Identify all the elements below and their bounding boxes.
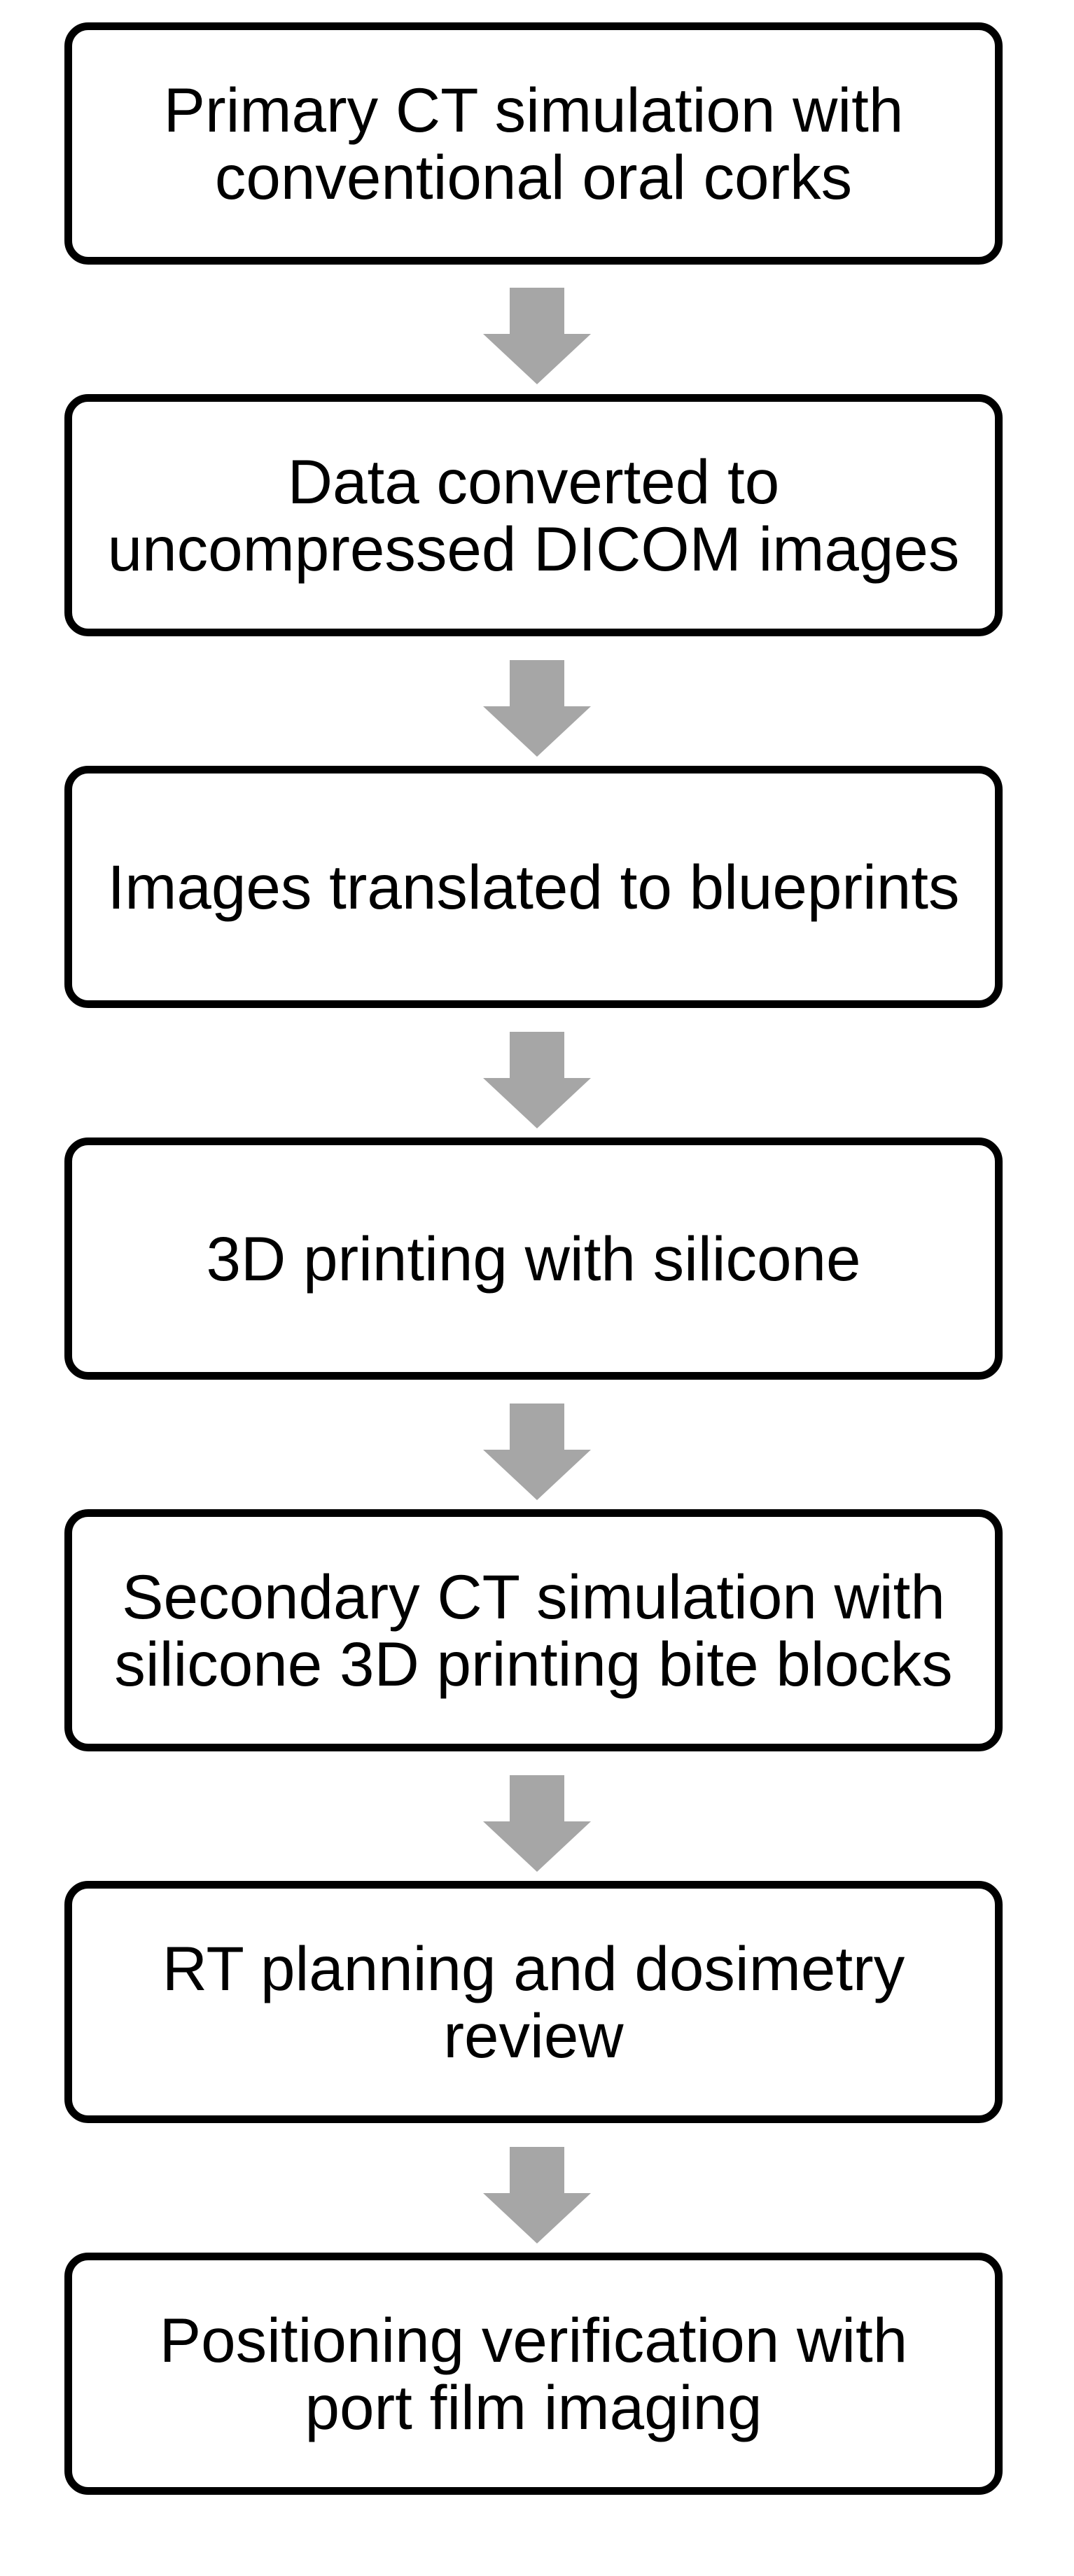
step-box-data-converted: Data converted to uncompressed DICOM ima… xyxy=(64,394,1003,636)
step-label: 3D printing with silicone xyxy=(206,1224,861,1294)
down-arrow-icon xyxy=(483,2147,591,2244)
step-label: Data converted to uncompressed DICOM ima… xyxy=(107,447,960,584)
step-label: Positioning verification with port film … xyxy=(159,2305,908,2442)
step-box-positioning-verification: Positioning verification with port film … xyxy=(64,2253,1003,2495)
step-box-3d-printing: 3D printing with silicone xyxy=(64,1138,1003,1380)
down-arrow-icon xyxy=(483,660,591,757)
down-arrow-icon xyxy=(483,1775,591,1872)
step-label: Primary CT simulation with conventional … xyxy=(163,75,904,212)
step-label: Secondary CT simulation with silicone 3D… xyxy=(114,1562,953,1699)
down-arrow-icon xyxy=(483,288,591,384)
step-box-primary-ct-simulation: Primary CT simulation with conventional … xyxy=(64,22,1003,265)
step-box-secondary-ct-simulation: Secondary CT simulation with silicone 3D… xyxy=(64,1509,1003,1751)
step-label: RT planning and dosimetry review xyxy=(162,1933,905,2071)
step-box-rt-planning: RT planning and dosimetry review xyxy=(64,1881,1003,2123)
step-box-images-translated: Images translated to blueprints xyxy=(64,766,1003,1008)
down-arrow-icon xyxy=(483,1032,591,1128)
step-label: Images translated to blueprints xyxy=(107,852,960,922)
down-arrow-icon xyxy=(483,1404,591,1500)
